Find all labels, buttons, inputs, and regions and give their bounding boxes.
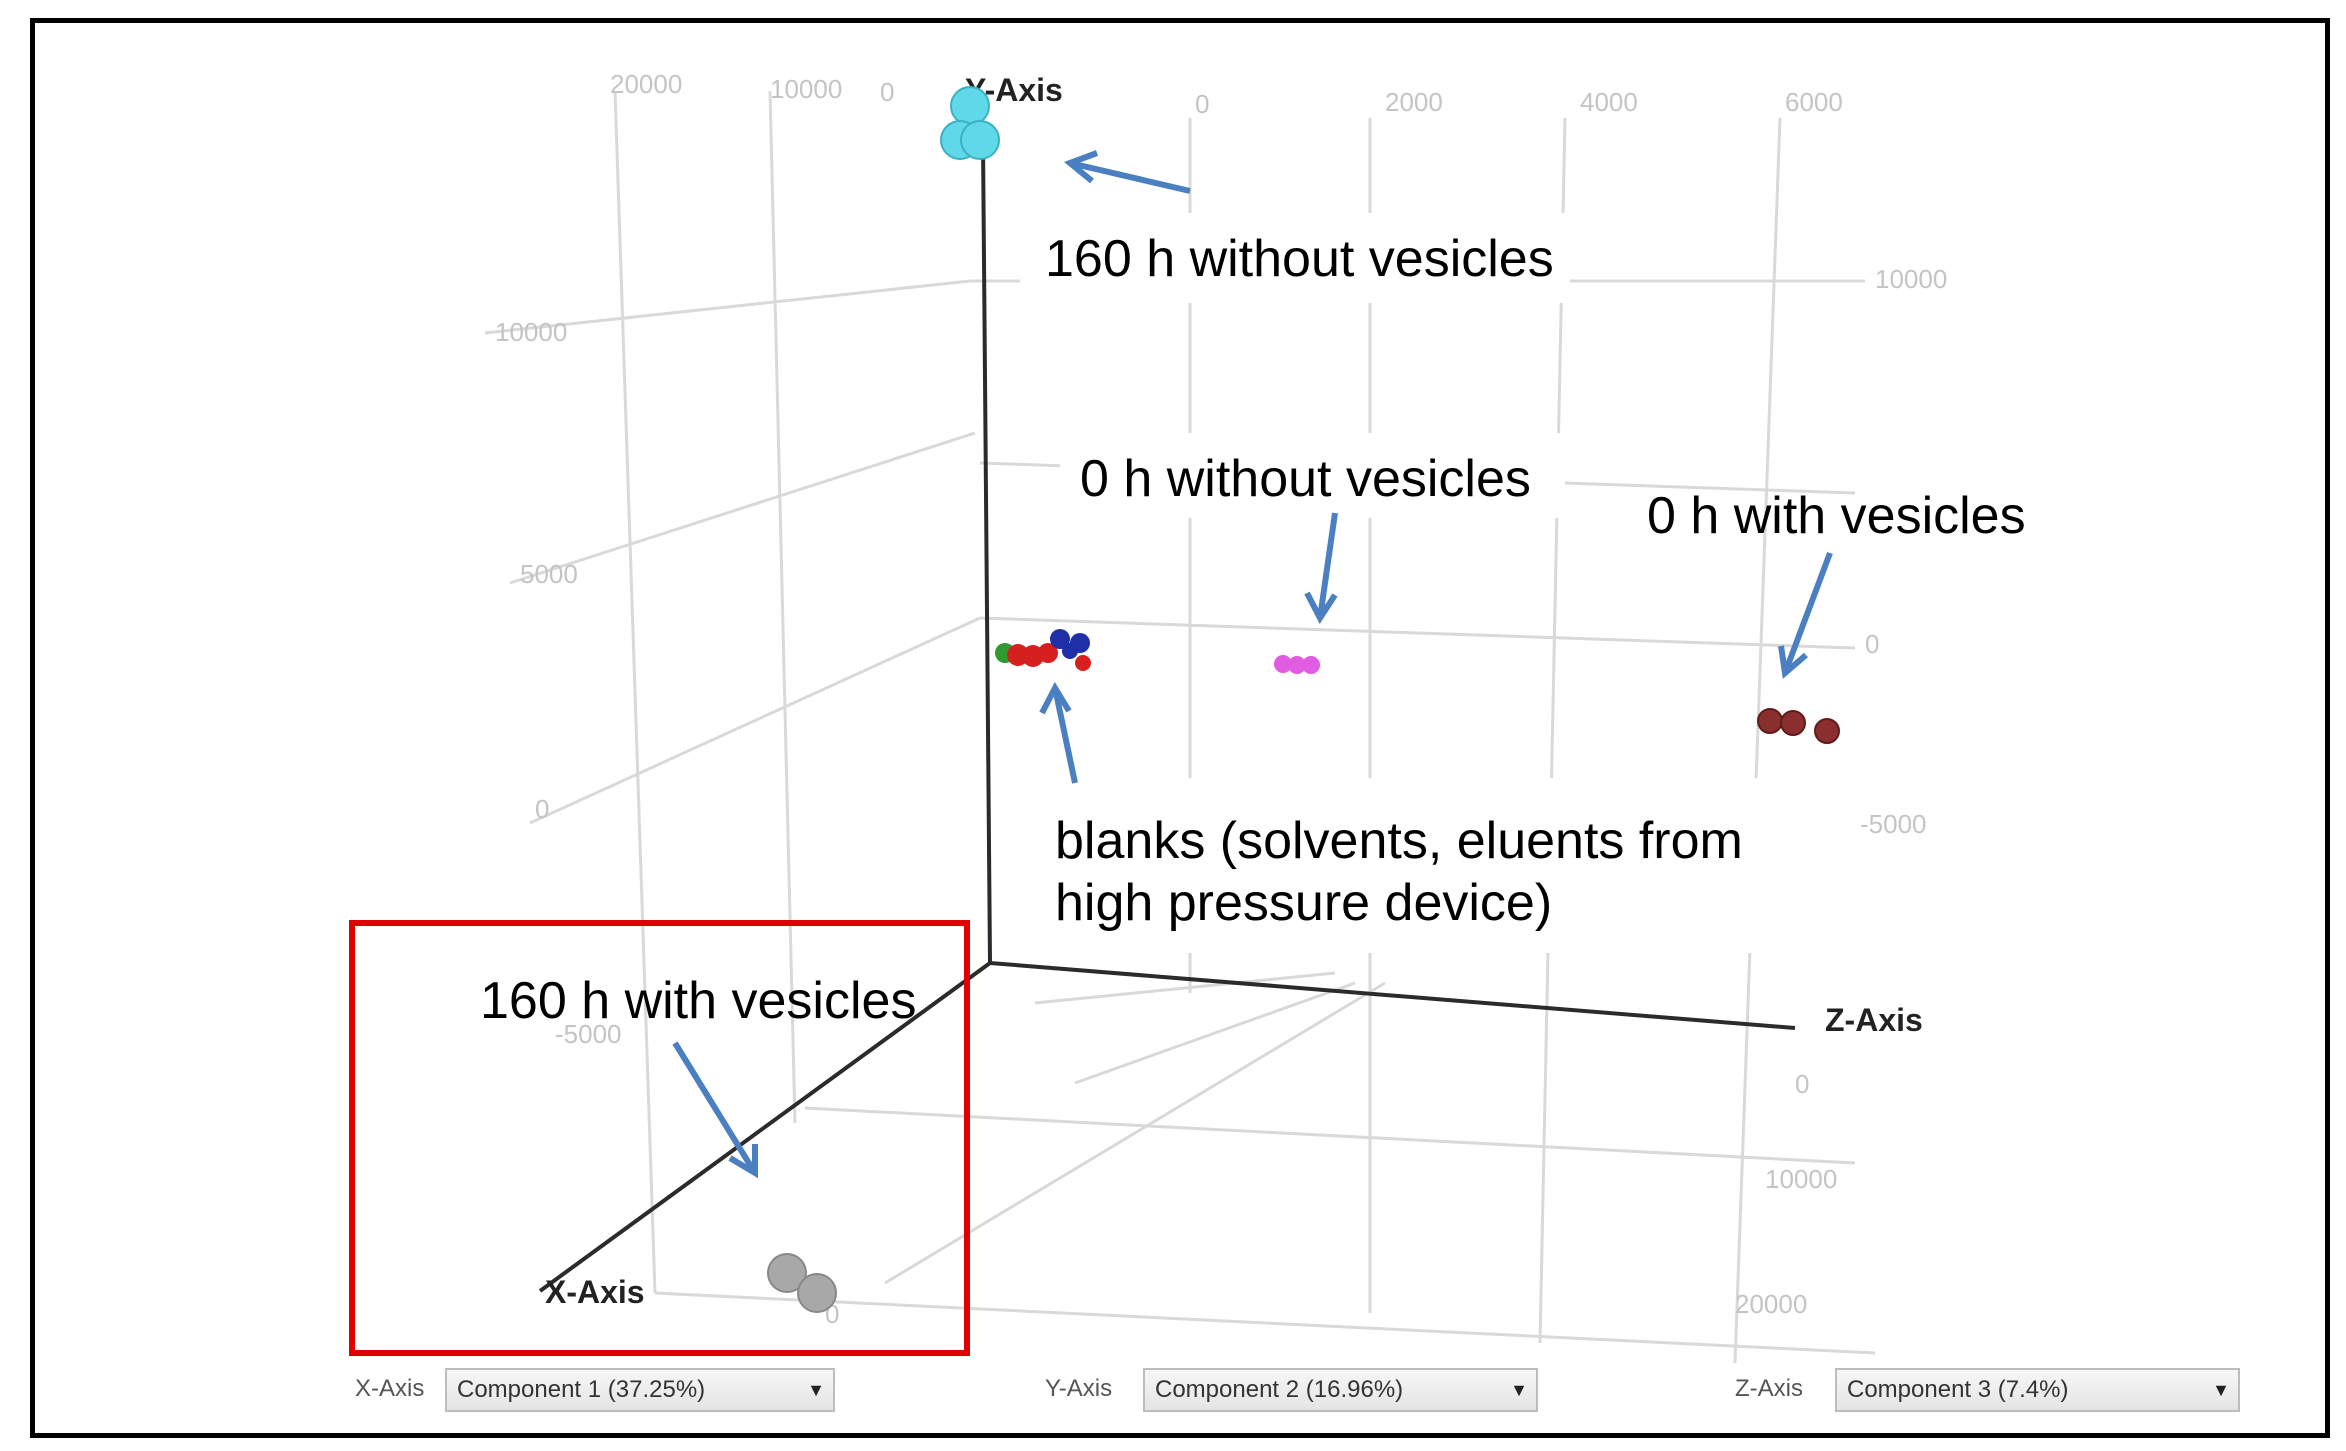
data-point[interactable] bbox=[1288, 656, 1306, 674]
data-point[interactable] bbox=[1050, 629, 1070, 649]
data-point[interactable] bbox=[1302, 656, 1320, 674]
y-axis-component-select[interactable]: Component 2 (16.96%) ▼ bbox=[1143, 1368, 1538, 1412]
z-axis-selector-label: Z-Axis bbox=[1735, 1375, 1803, 1402]
grid-line bbox=[654, 1291, 1876, 1355]
arrow-head bbox=[1304, 591, 1338, 624]
data-point[interactable] bbox=[950, 86, 990, 126]
z-axis-component-select[interactable]: Component 3 (7.4%) ▼ bbox=[1835, 1368, 2240, 1412]
annotation-background bbox=[1040, 778, 1830, 953]
grid-line bbox=[509, 431, 976, 585]
x-tick-label: 20000 bbox=[610, 69, 682, 99]
arrow bbox=[1782, 551, 1833, 675]
grid-line bbox=[484, 279, 971, 335]
arrow bbox=[1317, 512, 1338, 619]
annotation-160h-with-vesicles: 160 h with vesicles bbox=[480, 972, 916, 1030]
points-blanks bbox=[995, 629, 1091, 671]
arrow-head bbox=[1064, 150, 1099, 184]
points-0h-without-vesicles bbox=[1274, 655, 1320, 674]
depth-tick-label: 0 bbox=[1795, 1069, 1809, 1099]
y-axis-line bbox=[981, 142, 992, 964]
arrow-head bbox=[1039, 681, 1072, 715]
arrow bbox=[672, 1041, 758, 1175]
data-point[interactable] bbox=[1780, 710, 1806, 736]
annotation-0h-with-vesicles: 0 h with vesicles bbox=[1647, 487, 2026, 545]
arrow-head bbox=[1778, 645, 1808, 679]
grid-line bbox=[768, 90, 797, 1124]
data-point[interactable] bbox=[1274, 655, 1292, 673]
right-y-tick-label: 0 bbox=[1865, 629, 1879, 659]
data-point[interactable] bbox=[1038, 643, 1058, 663]
annotation-background bbox=[1060, 433, 1565, 518]
points-160h-with-vesicles bbox=[767, 1253, 837, 1313]
data-point[interactable] bbox=[797, 1273, 837, 1313]
data-point[interactable] bbox=[1757, 708, 1783, 734]
arrow bbox=[1052, 687, 1078, 784]
figure-frame: Y-Axis Z-Axis X-Axis 20000 10000 0 0 200… bbox=[30, 18, 2330, 1438]
x-axis-line bbox=[538, 961, 992, 1293]
annotation-160h-without-vesicles: 160 h without vesicles bbox=[1045, 230, 1554, 288]
z-axis-title: Z-Axis bbox=[1825, 1002, 1923, 1038]
grid-line bbox=[979, 616, 1856, 650]
data-point[interactable] bbox=[1062, 643, 1078, 659]
x-tick-label: 10000 bbox=[770, 74, 842, 104]
z-tick-label: 4000 bbox=[1580, 87, 1638, 117]
x-axis-selector-label: X-Axis bbox=[355, 1375, 425, 1402]
grid-line bbox=[613, 90, 657, 1294]
arrow bbox=[1069, 160, 1191, 194]
data-point[interactable] bbox=[767, 1253, 807, 1293]
z-axis-line bbox=[989, 961, 1796, 1030]
x-axis-title: X-Axis bbox=[545, 1274, 645, 1310]
depth-tick-label: 10000 bbox=[1765, 1164, 1837, 1194]
annotation-0h-without-vesicles: 0 h without vesicles bbox=[1080, 450, 1531, 508]
y-tick-label: 0 bbox=[535, 794, 549, 824]
x-axis-component-select[interactable]: Component 1 (37.25%) ▼ bbox=[445, 1368, 835, 1412]
annotation-blanks-line-2: high pressure device) bbox=[1055, 874, 1552, 932]
x-axis-selected-value: Component 1 (37.25%) bbox=[457, 1376, 706, 1403]
grid-line bbox=[1538, 117, 1567, 1344]
chevron-down-icon: ▼ bbox=[2212, 1379, 2230, 1400]
arrow-head bbox=[728, 1144, 758, 1179]
data-point[interactable] bbox=[1814, 718, 1840, 744]
annotation-arrows bbox=[672, 150, 1833, 1179]
grid-line bbox=[1733, 117, 1782, 1364]
points-160h-without-vesicles bbox=[940, 86, 1000, 160]
y-axis-selector-label: Y-Axis bbox=[1045, 1375, 1113, 1402]
chevron-down-icon: ▼ bbox=[1510, 1379, 1528, 1400]
x-tick-label: 0 bbox=[880, 77, 894, 107]
pca-3d-plot[interactable]: Y-Axis Z-Axis X-Axis 20000 10000 0 0 200… bbox=[35, 23, 2325, 1433]
grid-line bbox=[1074, 981, 1356, 1085]
y-tick-label: 10000 bbox=[495, 317, 567, 347]
z-tick-label: 2000 bbox=[1385, 87, 1443, 117]
grid-line bbox=[1034, 971, 1336, 1005]
chevron-down-icon: ▼ bbox=[807, 1379, 825, 1400]
grid-line bbox=[804, 1106, 1856, 1165]
data-point[interactable] bbox=[1075, 655, 1091, 671]
highlight-box bbox=[349, 920, 970, 1356]
annotation-blanks-line-1: blanks (solvents, eluents from bbox=[1055, 812, 1743, 870]
y-tick-label: 5000 bbox=[520, 559, 578, 589]
data-point[interactable] bbox=[960, 120, 1000, 160]
y-axis-selected-value: Component 2 (16.96%) bbox=[1155, 1376, 1404, 1403]
grid-line bbox=[529, 616, 981, 825]
annotation-background bbox=[1020, 213, 1570, 303]
depth-tick-label: 20000 bbox=[1735, 1289, 1807, 1319]
points-0h-with-vesicles bbox=[1757, 708, 1840, 744]
right-y-tick-label: 10000 bbox=[1875, 264, 1947, 294]
z-tick-label: 6000 bbox=[1785, 87, 1843, 117]
z-axis-selected-value: Component 3 (7.4%) bbox=[1847, 1376, 2069, 1403]
right-y-tick-label: -5000 bbox=[1860, 809, 1927, 839]
y-tick-label: -5000 bbox=[555, 1019, 622, 1049]
z-tick-label: 0 bbox=[1195, 89, 1209, 119]
